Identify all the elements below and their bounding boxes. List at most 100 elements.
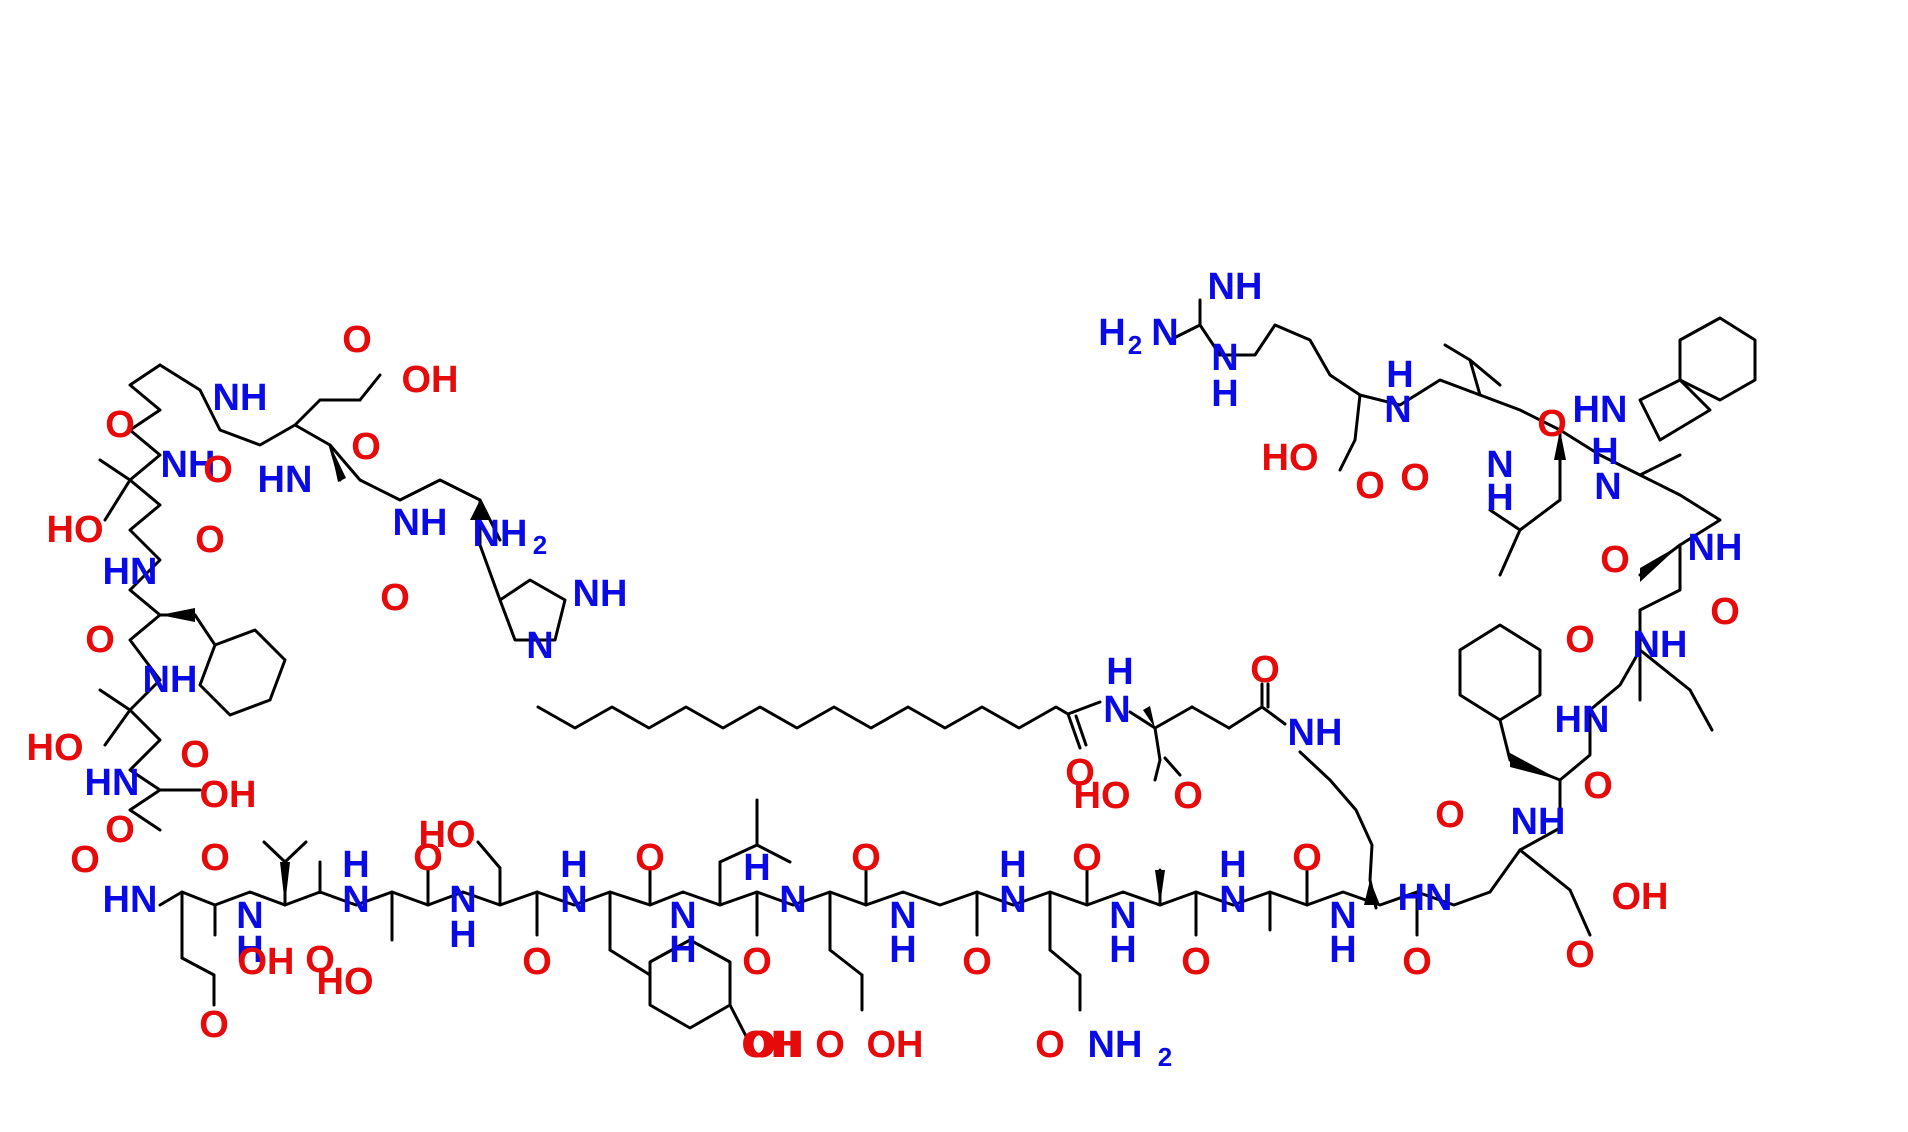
atom-label-o: O (1600, 539, 1630, 581)
atom-label-oh: OH (238, 941, 295, 983)
atom-label-o: O (195, 519, 225, 561)
atom-label-h: H (669, 929, 696, 971)
atom-label-o: O (1537, 403, 1567, 445)
glu-linker-bond (1153, 758, 1162, 782)
glu-side-chain (1518, 848, 1572, 892)
atom-label-o: O (70, 839, 100, 881)
atom-label-o: O (851, 837, 881, 879)
atom-label-h: H (889, 929, 916, 971)
guanidine-bond (1198, 323, 1222, 357)
guanidine-bond (1168, 323, 1202, 342)
arg-side-chain (1218, 323, 1362, 397)
atom-label-o: O (635, 837, 665, 879)
atom-label-n: N (1211, 337, 1238, 379)
atom-label-oh: OH (747, 1024, 804, 1066)
atom-label-nh: NH (573, 573, 628, 615)
stereo-wedge (470, 500, 490, 520)
atom-label-h: H (342, 844, 369, 886)
atom-label-hn: HN (85, 762, 140, 804)
atom-label-o: O (1355, 465, 1385, 507)
atom-label-h: H (1591, 431, 1618, 473)
atom-label-o: O (1035, 1024, 1065, 1066)
atom-label-n: N (1109, 895, 1136, 937)
atom-label-nh: NH (1688, 527, 1743, 569)
atom-label-hn: HN (1555, 699, 1610, 741)
imidazole-ring (498, 578, 567, 642)
atom-label-o: O (342, 319, 372, 361)
atom-label-o: O (1400, 457, 1430, 499)
atom-label-nh: NH (1208, 266, 1263, 308)
atom-label-n: N (449, 879, 476, 921)
atom-label-n: N (779, 879, 806, 921)
atom-label-o: O (199, 1004, 229, 1046)
atom-label-n: N (999, 879, 1026, 921)
arg-carboxyl (1353, 393, 1362, 442)
glu-linker-bond (1260, 705, 1287, 726)
phe-side-chain (193, 613, 217, 647)
acyl-amide-bond (1066, 700, 1102, 716)
atom-label-o: O (1292, 837, 1322, 879)
leu-side-chain (1518, 498, 1562, 532)
trp-side-chain (1638, 453, 1682, 477)
atom-label-o: O (1065, 752, 1095, 794)
atom-label-o: O (380, 577, 410, 619)
stereo-wedge (1364, 880, 1380, 905)
stereo-wedge (280, 862, 290, 905)
atom-label-ho: HO (1262, 437, 1319, 479)
glu-linker-bond (1153, 726, 1162, 762)
atom-label-o: O (742, 941, 772, 983)
atom-label-o: O (522, 941, 552, 983)
atom-labels: NH H 2 N N H H N HO O O N H O HN H N NH … (27, 266, 1743, 1072)
atom-label-o: O (962, 941, 992, 983)
atom-label-h: H (560, 844, 587, 886)
atom-label-hn: HN (1573, 389, 1628, 431)
atom-label-nh: NH (143, 659, 198, 701)
atom-label-h: H (1386, 354, 1413, 396)
atom-label-n: N (1384, 389, 1411, 431)
atom-label-o: O (351, 426, 381, 468)
atom-label-oh: OH (200, 774, 257, 816)
atom-label-n: N (1103, 689, 1130, 731)
stereo-wedge (1554, 430, 1566, 460)
ser-side-chain (476, 840, 502, 870)
atom-label-o: O (203, 449, 233, 491)
atom-label-ho: HO (317, 961, 374, 1003)
glu-side-chain (358, 373, 382, 402)
tyr-side-chain (608, 948, 652, 977)
arg-carboxyl (1338, 438, 1357, 472)
glu-side-chain (1568, 888, 1592, 937)
atom-label-n: N (1151, 312, 1178, 354)
backbone-left (128, 363, 162, 832)
thr-side-chain (103, 478, 132, 522)
stereo-wedge (160, 608, 195, 622)
backbone-lower (158, 890, 1492, 907)
indole-benzene (1678, 316, 1757, 402)
atom-label-h: H (743, 847, 770, 889)
atom-label-n: N (236, 895, 263, 937)
atom-label-h2n: H (1098, 312, 1125, 354)
atom-label-o: O (1565, 619, 1595, 661)
atom-label-oh: OH (742, 1024, 799, 1066)
glu-linker-bond (1163, 756, 1182, 777)
glu-linker-bond (1128, 710, 1157, 730)
val-side-chain (283, 840, 308, 864)
glu-linker-bond (1190, 705, 1231, 730)
ile-side-chain (1468, 358, 1502, 387)
ile-side-chain (1688, 688, 1714, 732)
gln-side-chain (1048, 948, 1082, 977)
atom-label-o: O (1173, 775, 1203, 817)
atom-label-h: H (1106, 651, 1133, 693)
atom-label-o: O (815, 1024, 845, 1066)
stereo-wedge (1510, 753, 1560, 780)
leu-side-chain (755, 843, 792, 864)
thr-side-chain (103, 708, 132, 747)
atom-label-subscript-2: 2 (533, 530, 547, 560)
atom-label-o: O (1435, 794, 1465, 836)
bond-network (98, 298, 1757, 1042)
stereo-wedges (160, 430, 1680, 905)
atom-label-h: H (1109, 929, 1136, 971)
atom-label-o: O (1181, 941, 1211, 983)
atom-label-o: O (105, 404, 135, 446)
atom-label-n: N (526, 625, 553, 667)
